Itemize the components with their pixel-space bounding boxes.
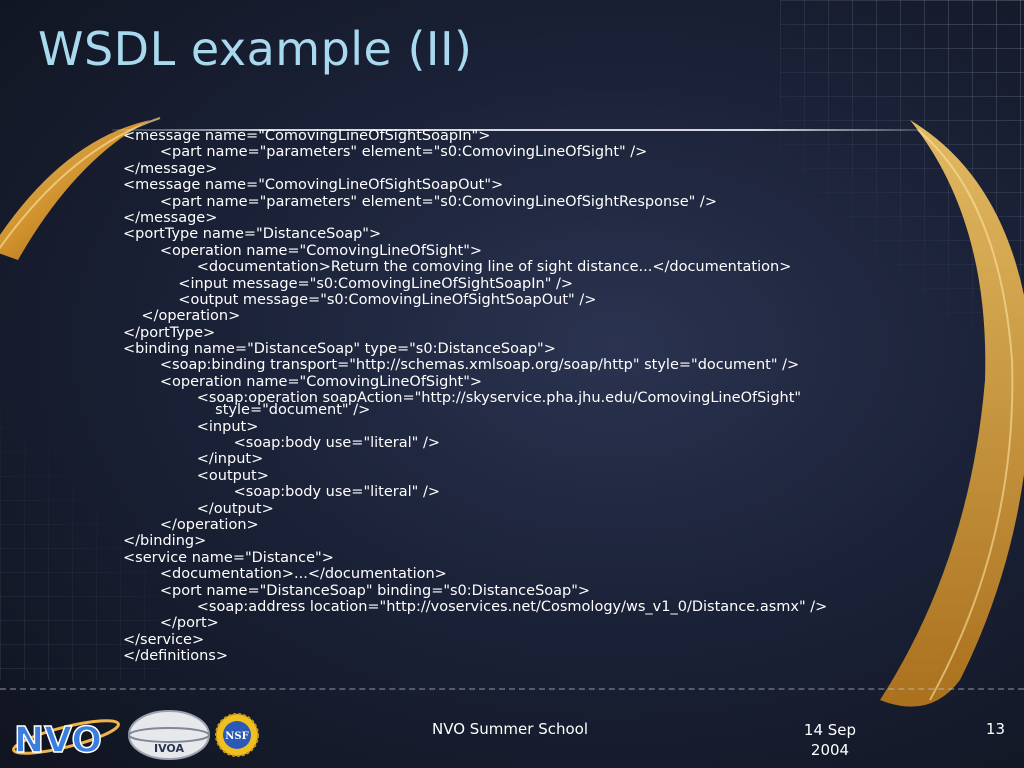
code-line: <input> [123, 418, 259, 435]
code-line: <soap:body use="literal" /> [123, 484, 440, 501]
code-line: <soap:binding transport="http://schemas.… [123, 357, 800, 374]
code-line: <input message="s0:ComovingLineOfSightSo… [123, 275, 574, 292]
footer-event-name: NVO Summer School [431, 720, 588, 738]
nvo-logo: NVO [12, 719, 120, 762]
footer-date-line2: 2004 [810, 741, 850, 759]
code-line: <operation name="ComovingLineOfSight"> [123, 373, 483, 390]
code-line: <documentation>...</documentation> [123, 566, 447, 583]
footer-date-line1: 14 Sep [803, 721, 857, 739]
code-line: </operation> [123, 516, 259, 533]
wsdl-code-block: <message name="ComovingLineOfSightSoapIn… [123, 128, 983, 665]
code-line: <soap:body use="literal" /> [123, 435, 440, 452]
footer-date: 14 Sep 2004 [770, 720, 890, 760]
slide-number: 13 [985, 720, 1005, 738]
ivoa-logo-text: IVOA [154, 742, 184, 755]
slide-title: WSDL example (II) [38, 22, 473, 76]
nsf-logo-text: NSF [225, 731, 248, 742]
code-line: <soap:operation soapAction="http://skyse… [123, 390, 802, 407]
code-line: <message name="ComovingLineOfSightSoapIn… [123, 128, 491, 144]
title-divider [112, 129, 922, 131]
code-line: <output> [123, 467, 269, 484]
code-line: </input> [123, 451, 264, 468]
code-line: <operation name="ComovingLineOfSight"> [123, 242, 483, 259]
code-line: <binding name="DistanceSoap" type="s0:Di… [123, 341, 556, 358]
code-line: <part name="parameters" element="s0:Como… [123, 144, 648, 161]
code-line: <portType name="DistanceSoap"> [123, 226, 382, 243]
code-line: <part name="parameters" element="s0:Como… [123, 193, 717, 210]
code-line: <port name="DistanceSoap" binding="s0:Di… [123, 582, 591, 599]
footer-divider [0, 688, 1024, 690]
ivoa-logo: IVOA [128, 710, 210, 760]
nvo-logo-text: NVO [14, 720, 102, 761]
code-line: <documentation>Return the comoving line … [123, 259, 792, 276]
code-line: </port> [123, 615, 219, 632]
code-line: <service name="Distance"> [123, 549, 334, 566]
code-line: style="document" /> [123, 402, 371, 419]
logo-strip: NVO IVOA NSF [8, 706, 259, 764]
code-line: <output message="s0:ComovingLineOfSightS… [123, 291, 597, 308]
code-line: <soap:address location="http://voservice… [123, 598, 828, 615]
code-line: </binding> [123, 533, 207, 550]
code-line: </message> [123, 160, 218, 177]
nsf-logo: NSF [215, 713, 259, 757]
code-line: </portType> [123, 324, 216, 341]
code-line: </operation> [123, 308, 241, 325]
code-line: </message> [123, 209, 218, 226]
grid-decoration-left [0, 380, 160, 680]
code-line: </output> [123, 500, 274, 517]
code-line: </definitions> [123, 648, 228, 665]
code-line: </service> [123, 631, 205, 648]
code-line: <message name="ComovingLineOfSightSoapOu… [123, 177, 504, 194]
